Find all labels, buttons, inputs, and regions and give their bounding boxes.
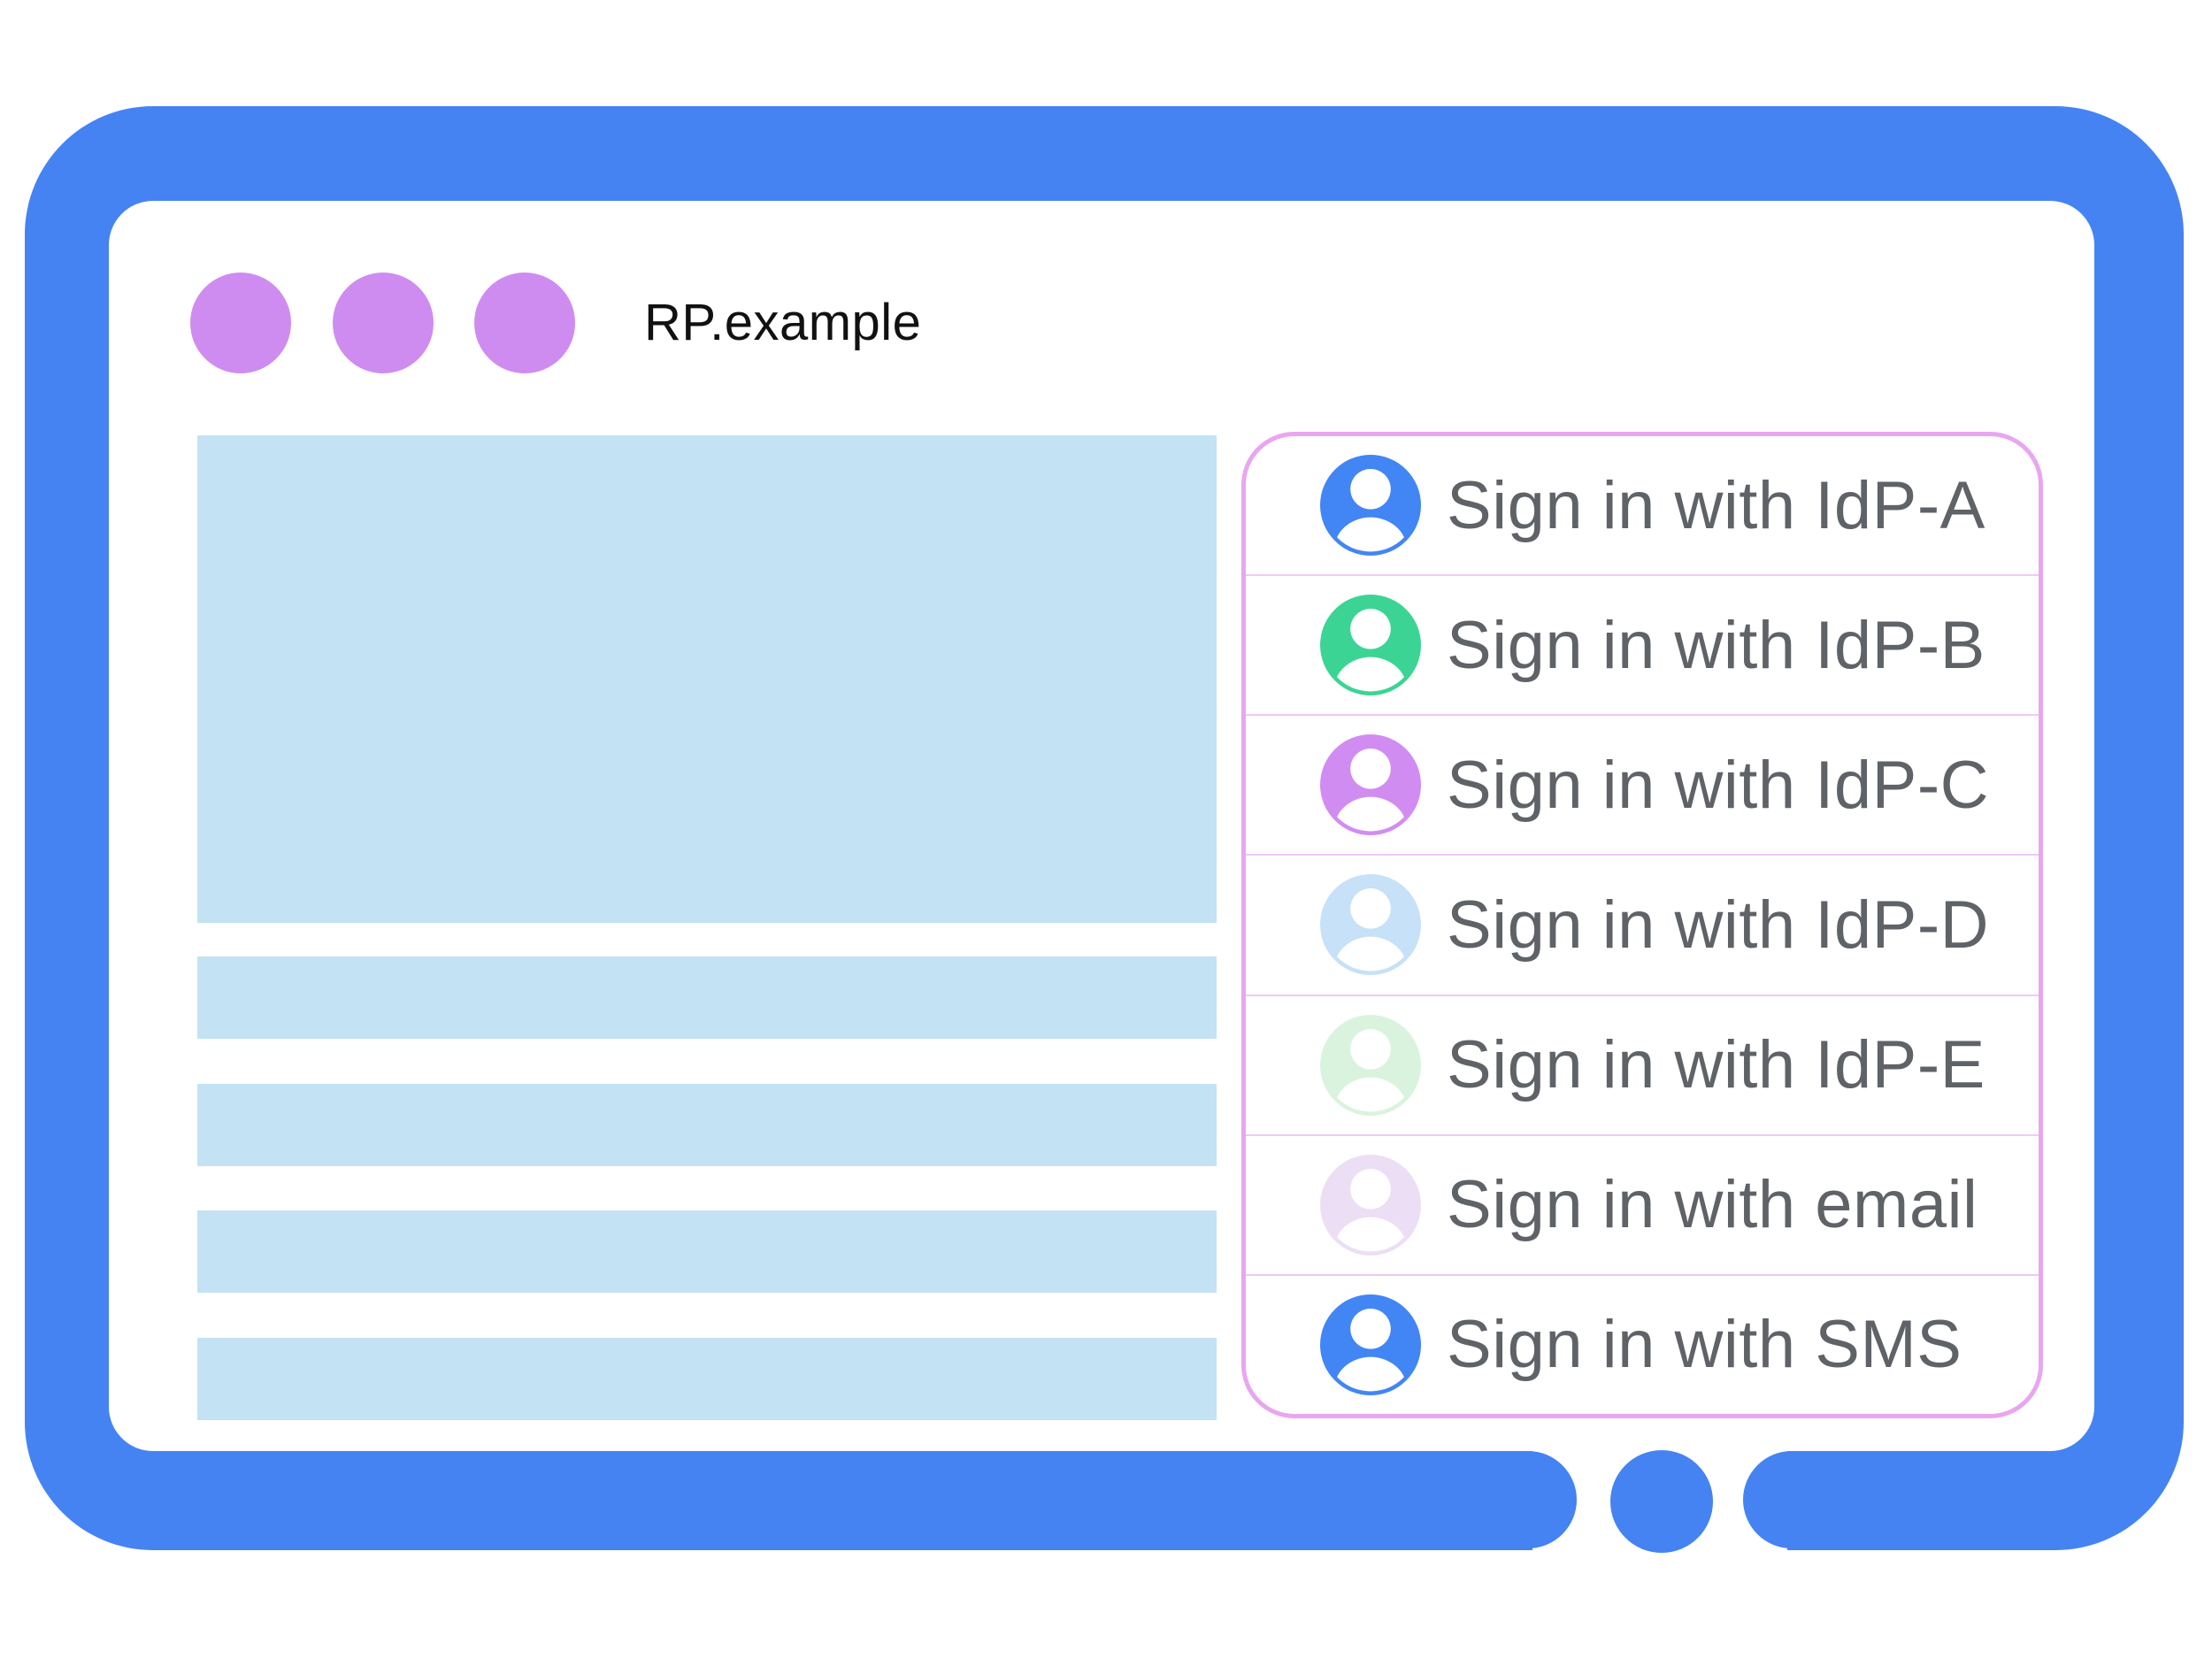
content-placeholder-hero [197,435,1217,923]
user-avatar-icon [1320,874,1421,976]
signin-option-label: Sign in with IdP-D [1447,887,1990,963]
page-title: RP.example [644,294,922,351]
bottom-bezel-left-cap [1488,1451,1577,1548]
signin-option-idp-a[interactable]: Sign in with IdP-A [1246,436,2039,577]
user-avatar-icon [1320,734,1421,836]
bottom-bezel-right-cap [1743,1451,1832,1548]
signin-option-sms[interactable]: Sign in with SMS [1246,1276,2039,1414]
signin-option-label: Sign in with SMS [1447,1307,1962,1383]
signin-chooser-panel: Sign in with IdP-A Sign in with IdP-B [1241,432,2043,1418]
signin-option-label: Sign in with IdP-C [1447,747,1990,823]
user-avatar-icon [1320,1154,1421,1256]
signin-option-email[interactable]: Sign in with email [1246,1136,2039,1276]
signin-option-label: Sign in with IdP-E [1447,1027,1985,1103]
content-placeholder-line [197,1084,1217,1166]
signin-option-idp-c[interactable]: Sign in with IdP-C [1246,716,2039,856]
content-placeholder-line [197,1338,1217,1420]
content-placeholder-line [197,956,1217,1039]
signin-option-idp-b[interactable]: Sign in with IdP-B [1246,576,2039,717]
signin-option-label: Sign in with IdP-A [1447,467,1985,543]
signin-option-label: Sign in with email [1447,1167,1978,1243]
user-avatar-icon [1320,1014,1421,1116]
signin-option-idp-d[interactable]: Sign in with IdP-D [1246,856,2039,996]
window-control-dot-icon[interactable] [333,273,434,373]
user-avatar-icon [1320,455,1421,557]
window-control-dot-icon[interactable] [190,273,291,373]
home-button[interactable] [1610,1450,1713,1553]
user-avatar-icon [1320,595,1421,696]
content-placeholder-line [197,1210,1217,1293]
window-control-dot-icon[interactable] [474,273,575,373]
signin-option-label: Sign in with IdP-B [1447,607,1985,683]
user-avatar-icon [1320,1294,1421,1395]
signin-option-idp-e[interactable]: Sign in with IdP-E [1246,996,2039,1136]
